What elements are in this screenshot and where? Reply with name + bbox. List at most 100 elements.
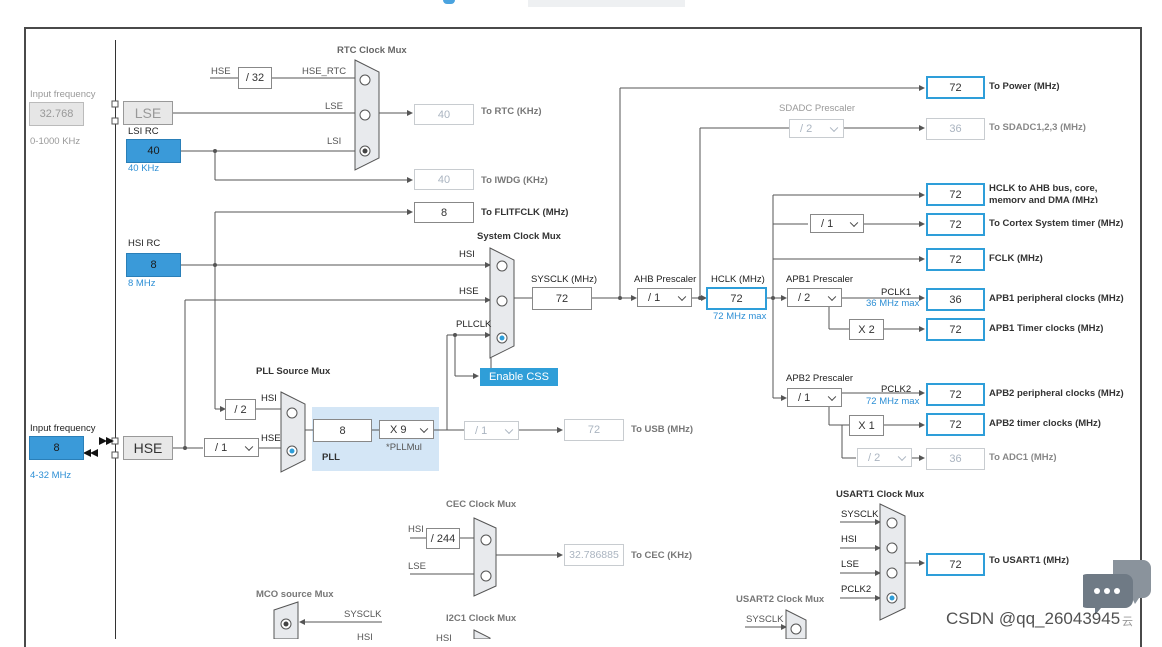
lse-oscillator[interactable]: LSE xyxy=(123,101,173,125)
chevron-down-icon xyxy=(677,292,687,301)
hclk-label: HCLK (MHz) xyxy=(711,274,765,285)
hse-input-frequency-label: Input frequency xyxy=(30,423,96,434)
usart1-pclk2-label: PCLK2 xyxy=(841,584,872,595)
ahb-prescaler-select[interactable]: / 1 xyxy=(637,288,692,307)
lse-input-frequency-label: Input frequency xyxy=(30,89,96,100)
flitfclk-output-field: 8 xyxy=(414,202,474,223)
apb2-peripheral-output-field: 72 xyxy=(926,383,985,406)
enable-css-button[interactable]: Enable CSS xyxy=(480,368,558,386)
pllmul-value: X 9 xyxy=(390,423,407,436)
mco-mux-label: MCO source Mux xyxy=(256,589,334,600)
sysclk-field[interactable]: 72 xyxy=(532,287,592,310)
to-cortex-label: To Cortex System timer (MHz) xyxy=(989,218,1124,229)
to-usart1-label: To USART1 (MHz) xyxy=(989,555,1070,566)
apb2-prescaler-value: / 1 xyxy=(798,391,811,404)
hsi-freq-label: 8 MHz xyxy=(128,278,156,289)
sysclk-label: SYSCLK (MHz) xyxy=(531,274,597,285)
pll-source-mux-label: PLL Source Mux xyxy=(256,366,331,377)
hse-oscillator[interactable]: HSE xyxy=(123,436,173,460)
to-usb-label: To USB (MHz) xyxy=(631,424,694,435)
to-power-label: To Power (MHz) xyxy=(989,81,1060,92)
apb2-prescaler-label: APB2 Prescaler xyxy=(786,373,854,384)
chevron-down-icon xyxy=(504,425,514,434)
sdadc-prescaler-value: / 2 xyxy=(800,122,813,135)
pllmul-label: *PLLMul xyxy=(386,442,422,453)
apb1-prescaler-select[interactable]: / 2 xyxy=(787,288,842,307)
cec-mux-label: CEC Clock Mux xyxy=(446,499,517,510)
chevron-down-icon xyxy=(829,123,839,132)
adc-prescaler-value: / 2 xyxy=(868,451,881,464)
hse-range-label: 4-32 MHz xyxy=(30,470,72,481)
usb-prescaler-select[interactable]: / 1 xyxy=(464,421,519,440)
lsi-rc-field[interactable]: 40 xyxy=(126,139,181,163)
hclk-ahb-label-line1: HCLK to AHB bus, core, xyxy=(989,183,1098,194)
cec-hsi-label: HSI xyxy=(408,524,424,535)
hsi-div2-box: / 2 xyxy=(225,399,256,420)
chevron-down-icon xyxy=(419,424,429,433)
chevron-down-icon xyxy=(827,392,837,401)
hclk-ahb-label-line2: memory and DMA (MHz) xyxy=(989,195,1098,203)
chevron-down-icon xyxy=(827,292,837,301)
hclk-ahb-output-field: 72 xyxy=(926,183,985,206)
hclk-field[interactable]: 72 xyxy=(706,287,767,310)
rtc-lse-label: LSE xyxy=(325,101,343,112)
usart1-output-field: 72 xyxy=(926,553,985,576)
hse-rtc-label: HSE_RTC xyxy=(302,66,347,77)
sdadc-prescaler-select[interactable]: / 2 xyxy=(789,119,844,138)
input-separator-line xyxy=(115,40,116,639)
apb1-prescaler-value: / 2 xyxy=(798,291,811,304)
apb2-timer-label: APB2 timer clocks (MHz) xyxy=(989,418,1101,429)
apb2-peripheral-label: APB2 peripheral clocks (MHz) xyxy=(989,388,1124,399)
to-flitfclk-label: To FLITFCLK (MHz) xyxy=(481,207,569,218)
pclk1-max-label: 36 MHz max xyxy=(866,298,920,309)
ahb-prescaler-value: / 1 xyxy=(648,291,661,304)
cec-output-field: 32.786885 xyxy=(564,544,624,566)
sdadc-prescaler-label: SDADC Prescaler xyxy=(779,103,856,114)
apb1-peripheral-label: APB1 peripheral clocks (MHz) xyxy=(989,293,1124,304)
apb2-timer-multiplier: X 1 xyxy=(849,415,884,436)
apb2-prescaler-select[interactable]: / 1 xyxy=(787,388,842,407)
sys-hsi-label: HSI xyxy=(459,249,475,260)
iwdg-output-field: 40 xyxy=(414,169,474,190)
mco-sysclk-label: SYSCLK xyxy=(344,609,382,620)
lsi-rc-label: LSI RC xyxy=(128,126,159,137)
pll-hsi-label: HSI xyxy=(261,393,277,404)
cortex-output-field: 72 xyxy=(926,213,985,236)
apb1-peripheral-output-field: 36 xyxy=(926,288,985,311)
to-rtc-label: To RTC (KHz) xyxy=(481,106,542,117)
hse-div32-box: / 32 xyxy=(238,67,272,89)
to-iwdg-label: To IWDG (KHz) xyxy=(481,175,548,186)
hse-prediv-select[interactable]: / 1 xyxy=(204,438,259,457)
chevron-down-icon xyxy=(897,452,907,461)
fclk-label: FCLK (MHz) xyxy=(989,253,1043,264)
hsi-rc-field[interactable]: 8 xyxy=(126,253,181,277)
clock-tree-frame xyxy=(24,27,1142,647)
to-cec-label: To CEC (KHz) xyxy=(631,550,693,561)
pll-hse-label: HSE xyxy=(261,433,281,444)
rtc-output-field: 40 xyxy=(414,104,474,125)
top-tab-strip xyxy=(528,0,685,7)
system-clock-mux-label: System Clock Mux xyxy=(477,231,561,242)
usart1-sysclk-label: SYSCLK xyxy=(841,509,879,520)
chat-bubble-icon[interactable] xyxy=(1083,556,1153,616)
hse-input-frequency-field[interactable]: 8 xyxy=(29,436,84,460)
usart2-mux-label: USART2 Clock Mux xyxy=(736,594,825,605)
usart2-sysclk-label: SYSCLK xyxy=(746,614,784,625)
pllmul-select[interactable]: X 9 xyxy=(379,420,434,439)
usb-output-field: 72 xyxy=(564,419,624,441)
cortex-prescaler-select[interactable]: / 1 xyxy=(810,214,864,233)
pclk2-label: PCLK2 xyxy=(881,384,912,395)
apb1-timer-output-field: 72 xyxy=(926,318,985,341)
pll-input-field: 8 xyxy=(313,419,372,442)
top-tab-indicator xyxy=(443,0,455,4)
apb1-timer-label: APB1 Timer clocks (MHz) xyxy=(989,323,1104,334)
cortex-prescaler-value: / 1 xyxy=(821,217,834,230)
hclk-max-label: 72 MHz max xyxy=(713,311,767,322)
lse-input-frequency-field[interactable]: 32.768 xyxy=(29,102,84,126)
sys-pllclk-label: PLLCLK xyxy=(456,319,492,330)
usart1-mux-label: USART1 Clock Mux xyxy=(836,489,925,500)
usb-prescaler-value: / 1 xyxy=(475,424,488,437)
pll-label: PLL xyxy=(322,452,340,463)
adc-prescaler-select[interactable]: / 2 xyxy=(857,448,912,467)
usart1-hsi-label: HSI xyxy=(841,534,857,545)
